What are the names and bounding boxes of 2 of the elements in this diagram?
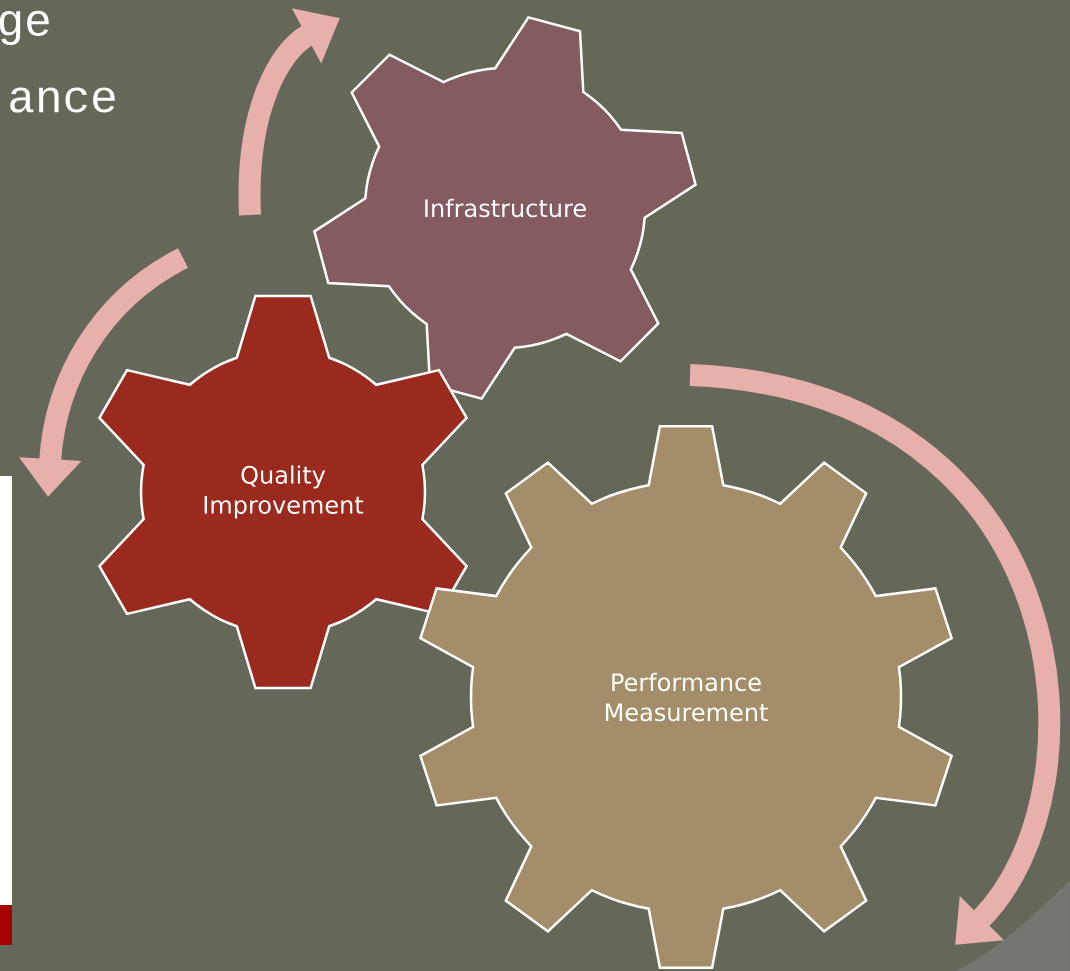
title-fragment: ance	[10, 87, 115, 113]
title-fragment: ge	[0, 10, 49, 46]
